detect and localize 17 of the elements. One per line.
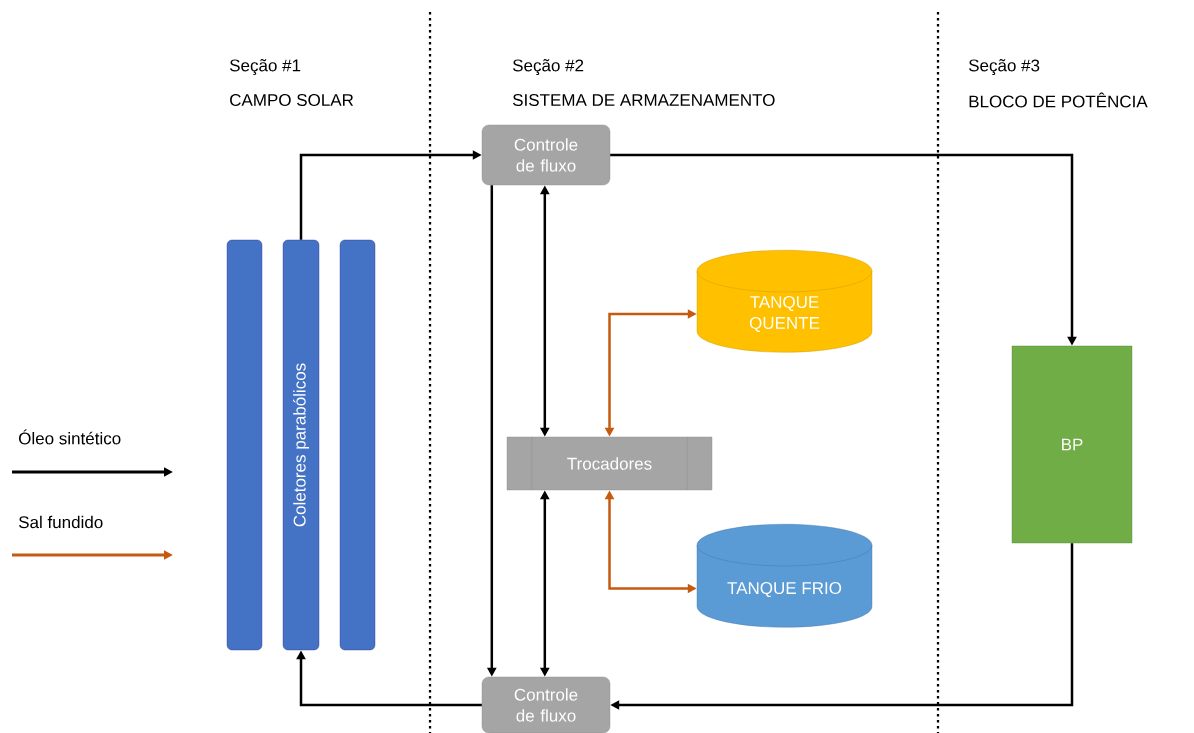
power-block: BP <box>1011 345 1133 544</box>
exchanger-box: Trocadores <box>506 436 713 491</box>
section-number: Seção #1 <box>230 59 301 75</box>
tank-cylinder: TANQUE FRIO <box>696 524 873 628</box>
control-box: Controle de fluxo <box>481 676 611 733</box>
control-box: Controle de fluxo <box>481 124 611 186</box>
section-number: Seção #3 <box>968 59 1040 75</box>
section-title: CAMPO SOLAR <box>230 94 354 106</box>
section-number: Seção #2 <box>513 59 584 75</box>
tank-cylinder: TANQUE QUENTE <box>696 250 873 353</box>
legend-text: Óleo sintético <box>19 429 121 445</box>
collector-bar <box>226 239 263 651</box>
section-title: SISTEMA DE ARMAZENAMENTO <box>513 94 775 106</box>
collector-bar <box>339 239 376 651</box>
legend-text: Sal fundido <box>19 515 103 529</box>
section-title: BLOCO DE POTÊNCIA <box>969 92 1148 108</box>
collector-bar: Coletores parabólicos <box>282 239 320 651</box>
